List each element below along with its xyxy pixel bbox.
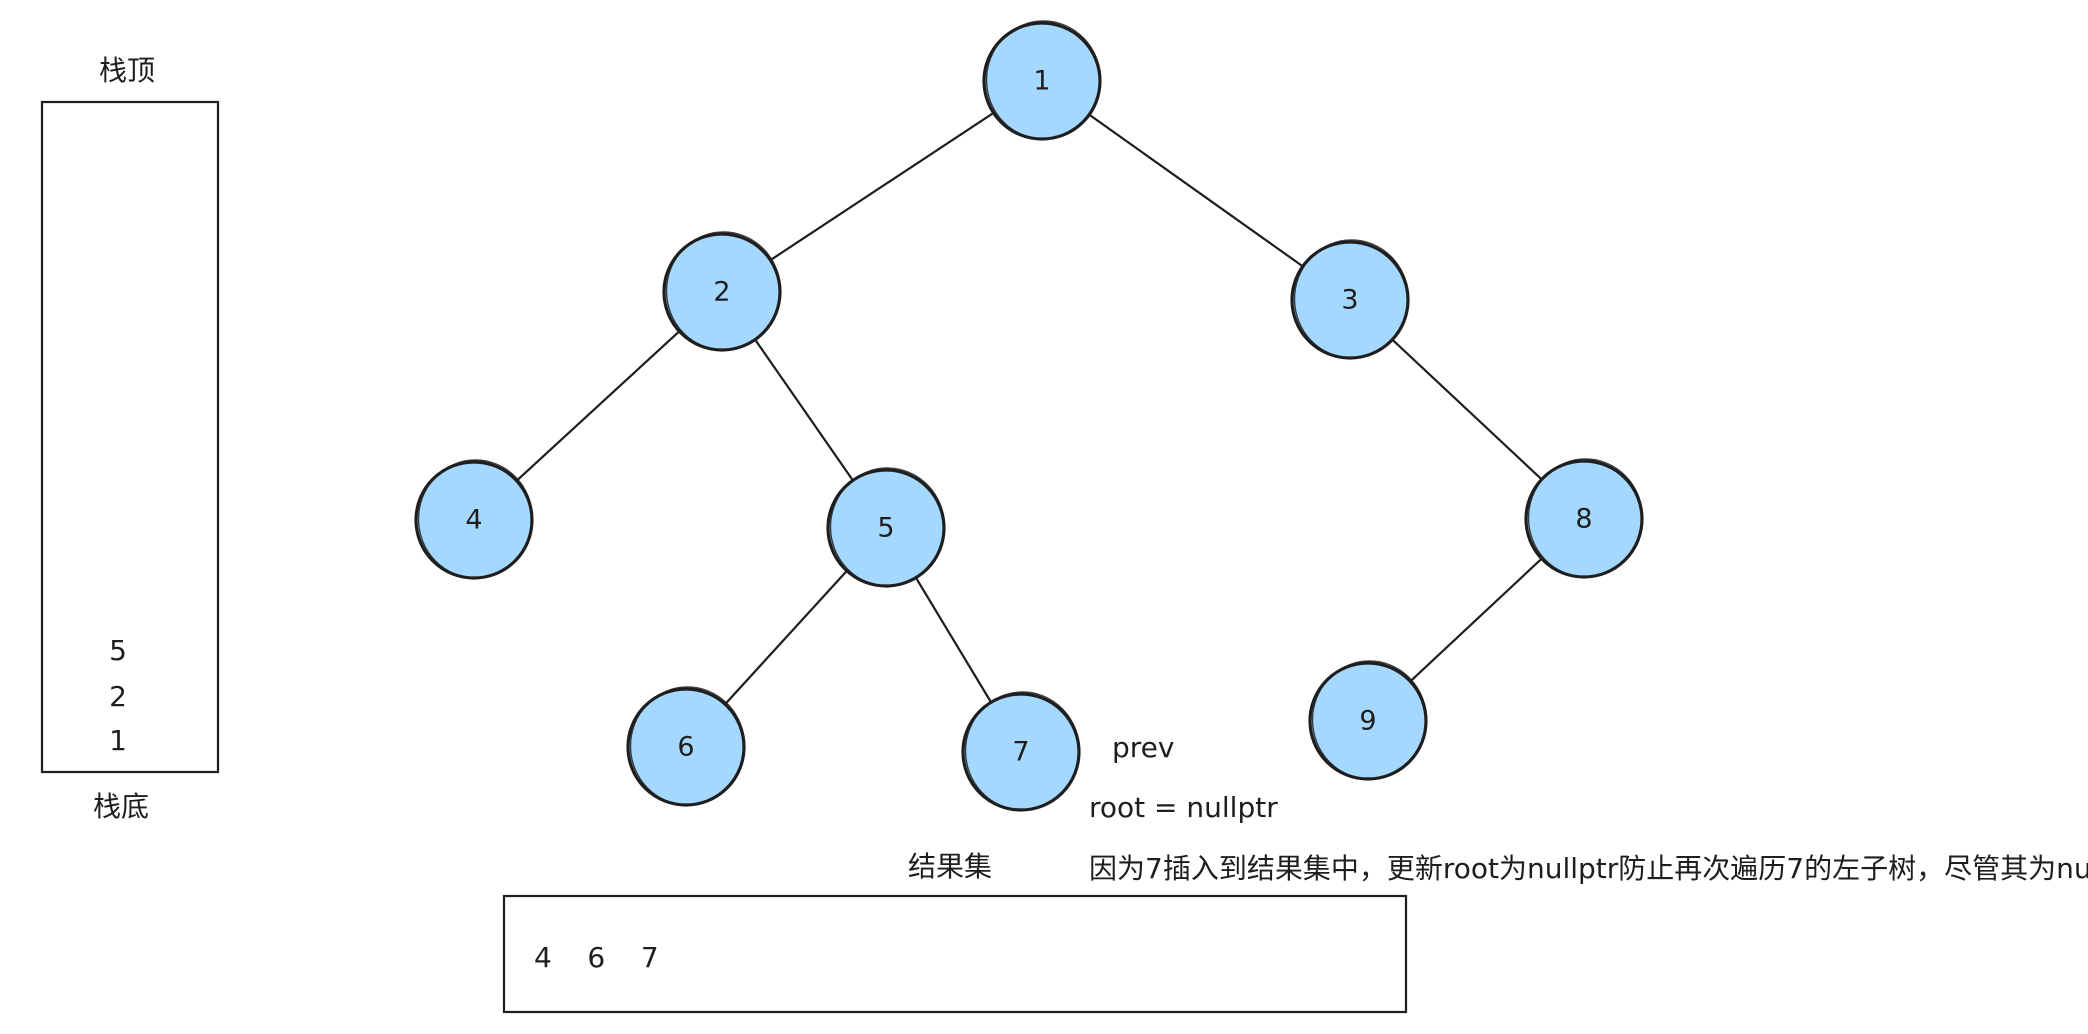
tree-node-4: 4	[414, 459, 534, 580]
tree-node-outline	[665, 231, 782, 351]
root-assign-label: root = nullptr	[1089, 791, 1278, 824]
stack-top-label: 栈顶	[99, 54, 155, 87]
tree-node-2: 2	[662, 231, 782, 352]
result-panel: 结果集 4 6 7	[502, 850, 1408, 1014]
stack-item: 2	[109, 680, 127, 713]
tree-node-label: 1	[1033, 66, 1050, 97]
stack-item: 5	[109, 634, 127, 667]
stack-panel: 栈顶 5 2 1 栈底	[40, 54, 220, 823]
tree-node-label: 8	[1575, 504, 1592, 535]
tree-node-5: 5	[826, 467, 946, 588]
tree-edge-5-6	[722, 568, 850, 707]
tree-node-label: 4	[465, 505, 482, 536]
stack-box	[40, 100, 220, 774]
tree-node-outline	[985, 20, 1102, 140]
tree-node-outline	[1293, 239, 1410, 359]
tree-node-outline	[1527, 458, 1644, 578]
tree-edge-2-4	[514, 328, 682, 484]
annotations: prev root = nullptr 因为7插入到结果集中，更新root为nu…	[1089, 731, 2088, 885]
tree-node-6: 6	[626, 686, 746, 807]
tree-node-label: 9	[1359, 706, 1376, 737]
tree-node-label: 7	[1012, 737, 1029, 768]
tree-edge-3-8	[1389, 337, 1545, 482]
tree-edge-2-5	[752, 336, 856, 484]
tree-node-outline	[629, 686, 746, 806]
result-label: 结果集	[908, 850, 992, 883]
tree-edge-8-9	[1407, 556, 1545, 684]
tree-node-1: 1	[982, 20, 1102, 141]
stack-bottom-label: 栈底	[93, 790, 149, 823]
tree-edge-1-2	[767, 110, 997, 263]
tree-edges	[514, 110, 1545, 707]
tree-node-outline	[417, 459, 534, 579]
tree-node-outline	[829, 467, 946, 587]
tree-nodes: 1 2 3 4 5 8 6 7 9	[414, 20, 1644, 812]
tree-node-label: 2	[713, 277, 730, 308]
tree-node-label: 6	[677, 732, 694, 763]
result-box	[502, 894, 1408, 1014]
tree-node-outline	[1311, 660, 1428, 780]
explanation-text: 因为7插入到结果集中，更新root为nullptr防止再次遍历7的左子树，尽管其…	[1089, 852, 2088, 885]
tree-node-label: 3	[1341, 285, 1358, 316]
tree-node-3: 3	[1290, 239, 1410, 360]
tree-node-7: 7	[961, 691, 1081, 812]
tree-node-label: 5	[877, 513, 894, 544]
tree-node-outline	[964, 691, 1081, 811]
tree-node-9: 9	[1308, 660, 1428, 781]
tree-edge-5-7	[913, 574, 994, 706]
stack-item: 1	[109, 724, 127, 757]
tree-edge-1-3	[1086, 112, 1306, 269]
tree-node-8: 8	[1524, 458, 1644, 579]
result-values: 4 6 7	[534, 941, 659, 974]
prev-label: prev	[1112, 731, 1174, 764]
